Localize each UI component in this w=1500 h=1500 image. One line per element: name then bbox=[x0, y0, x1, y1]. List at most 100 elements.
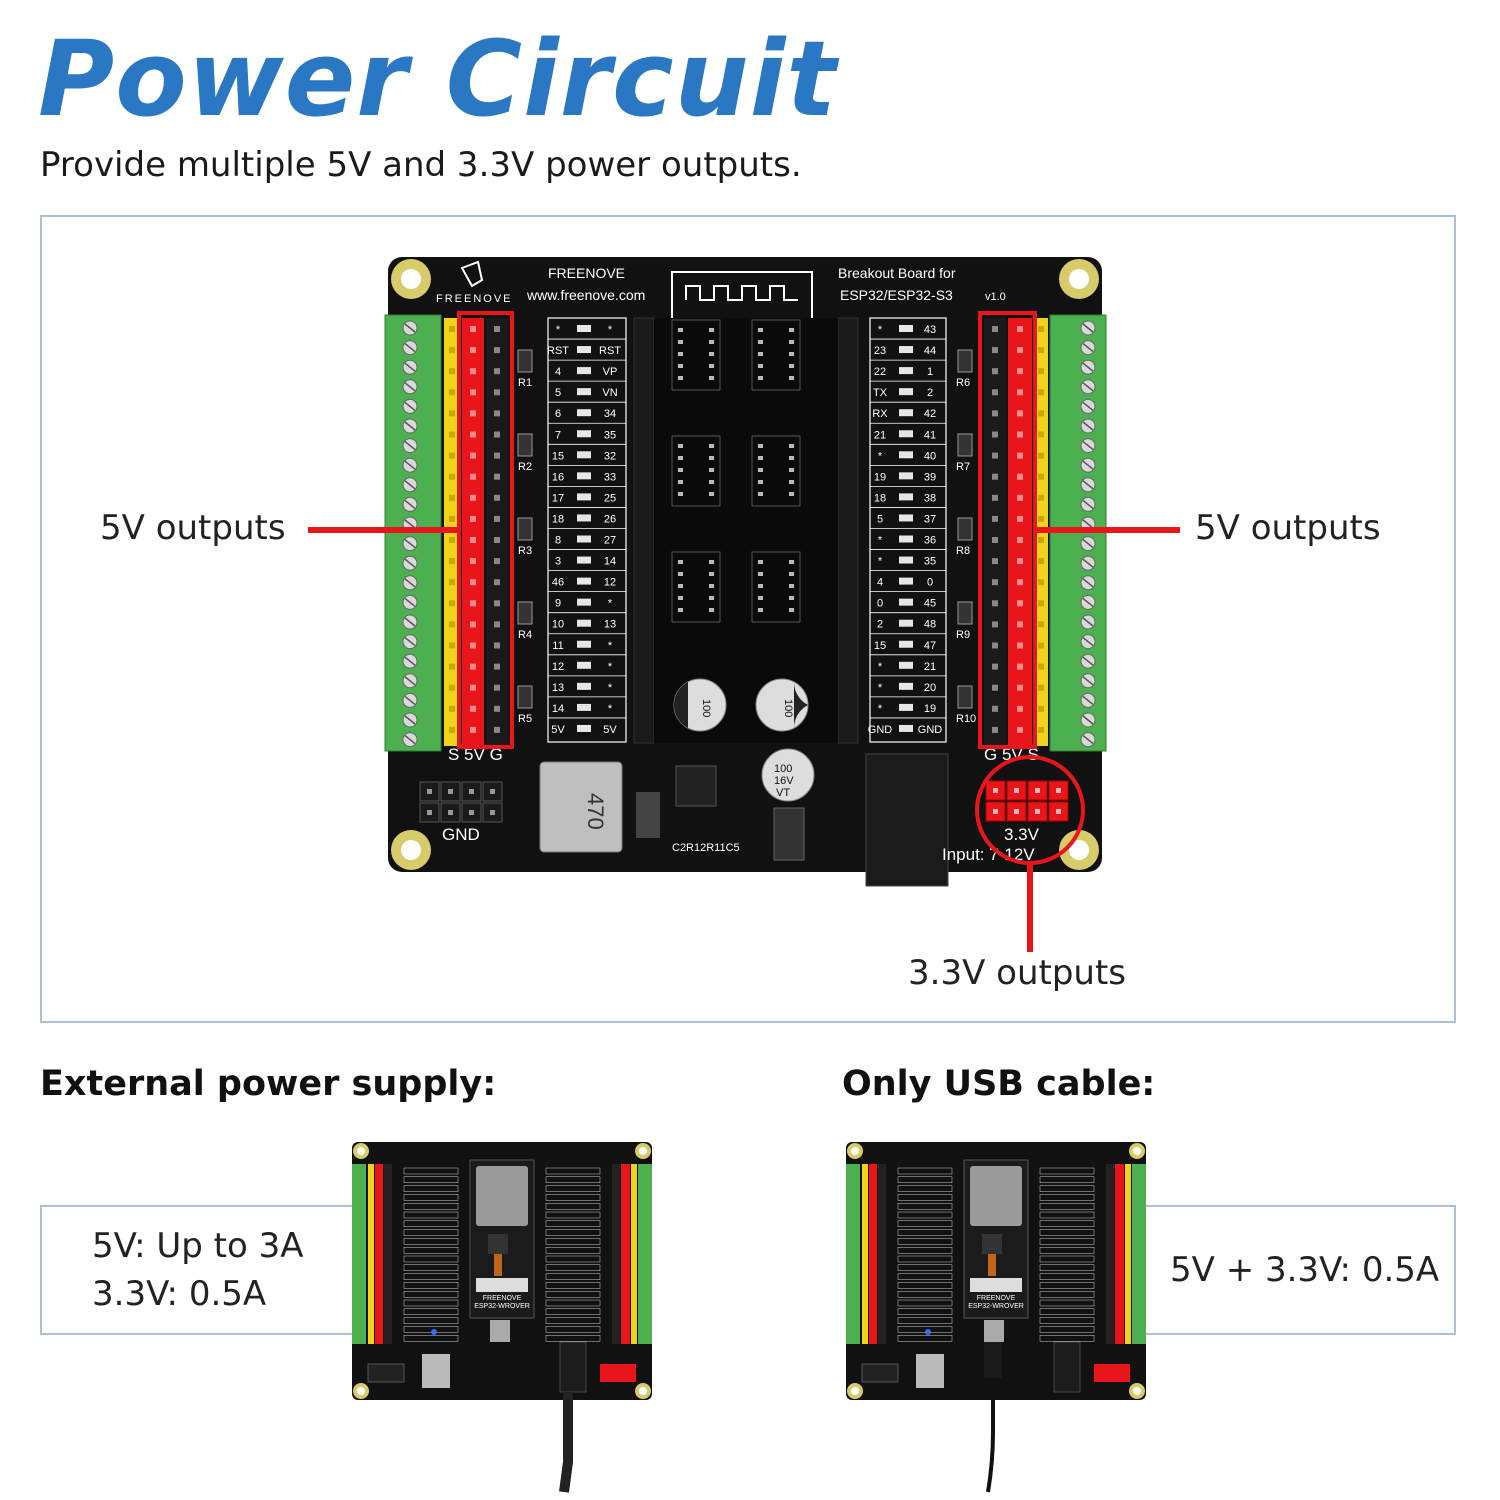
led-icon bbox=[899, 493, 913, 501]
pin-label: 37 bbox=[924, 513, 936, 525]
logo-text: FREENOVE bbox=[436, 293, 513, 305]
dc-power-jack bbox=[865, 753, 949, 887]
svg-text:R8: R8 bbox=[956, 545, 970, 557]
led-icon bbox=[577, 367, 591, 375]
svg-text:R4: R4 bbox=[518, 629, 532, 641]
svg-text:FREENOVE: FREENOVE bbox=[977, 1295, 1016, 1302]
pin-label: TX bbox=[873, 387, 888, 399]
led-icon bbox=[577, 430, 591, 438]
led-icon bbox=[899, 430, 913, 438]
pin-label: 35 bbox=[604, 429, 616, 441]
external-line1: 5V: Up to 3A bbox=[92, 1226, 304, 1266]
led-icon bbox=[899, 388, 913, 396]
callout-3v3: 3.3V outputs bbox=[908, 953, 1126, 993]
ic-chip-small bbox=[675, 765, 717, 807]
pin-label: 15 bbox=[552, 450, 564, 462]
pin-label: RX bbox=[872, 408, 888, 420]
pin-label: 43 bbox=[924, 324, 936, 336]
pin-label: 8 bbox=[555, 535, 561, 547]
page-title: Power Circuit bbox=[38, 18, 838, 140]
pin-label: * bbox=[556, 324, 561, 336]
usb-only-title: Only USB cable: bbox=[842, 1064, 1156, 1104]
pin-label: RST bbox=[599, 345, 621, 357]
capacitor-1: 100 bbox=[673, 678, 727, 732]
pin-label: * bbox=[608, 324, 613, 336]
inductor: 470 bbox=[539, 761, 623, 853]
pin-label: 14 bbox=[604, 556, 616, 568]
pin-label: 27 bbox=[604, 535, 616, 547]
led-icon bbox=[577, 724, 591, 732]
led-icon bbox=[899, 682, 913, 690]
pin-label: 18 bbox=[874, 492, 886, 504]
led-icon bbox=[899, 325, 913, 332]
smd-labels: C2R12R11C5 bbox=[672, 842, 740, 854]
led-icon bbox=[577, 598, 591, 606]
pin-label: * bbox=[878, 703, 883, 715]
led-icon bbox=[899, 703, 913, 711]
led-icon bbox=[899, 472, 913, 480]
pin-label: 4 bbox=[877, 577, 883, 589]
freenove-logo-icon bbox=[460, 260, 484, 288]
antenna-outline bbox=[671, 271, 813, 318]
external-line2: 3.3V: 0.5A bbox=[92, 1274, 267, 1314]
pin-label: 7 bbox=[555, 429, 561, 441]
pin-label: 5 bbox=[555, 387, 561, 399]
pin-label: VP bbox=[603, 366, 618, 378]
svg-text:VT: VT bbox=[776, 787, 790, 799]
pin-label: * bbox=[878, 535, 883, 547]
voltage-regulator bbox=[773, 807, 805, 861]
product-line2: ESP32/ESP32-S3 bbox=[840, 287, 953, 303]
led-icon bbox=[577, 388, 591, 396]
callout-left-5v: 5V outputs bbox=[100, 508, 286, 548]
svg-text:470: 470 bbox=[583, 793, 608, 830]
pin-label: * bbox=[878, 556, 883, 568]
pin-label: 34 bbox=[604, 408, 616, 420]
svg-text:R6: R6 bbox=[956, 377, 970, 389]
svg-text:R9: R9 bbox=[956, 629, 970, 641]
led-icon bbox=[577, 640, 591, 648]
svg-text:100: 100 bbox=[782, 699, 794, 717]
pin-label: * bbox=[878, 450, 883, 462]
gnd-label: GND bbox=[442, 825, 480, 844]
pin-label: 17 bbox=[552, 492, 564, 504]
breakout-board-illustration: FREENOVE FREENOVE www.freenove.com Break… bbox=[308, 257, 1180, 952]
pin-label: 13 bbox=[604, 619, 616, 631]
pin-label: 18 bbox=[552, 513, 564, 525]
led-icon bbox=[577, 451, 591, 459]
pin-label: * bbox=[608, 703, 613, 715]
pin-label: 45 bbox=[924, 598, 936, 610]
pin-label: 44 bbox=[924, 345, 936, 357]
pin-label: 47 bbox=[924, 640, 936, 652]
pin-label: 21 bbox=[874, 429, 886, 441]
pin-label: 2 bbox=[877, 619, 883, 631]
pin-label: 12 bbox=[604, 577, 616, 589]
led-icon bbox=[899, 514, 913, 522]
pin-label: 4 bbox=[555, 366, 561, 378]
pin-label: * bbox=[878, 661, 883, 673]
pin-label: * bbox=[608, 598, 613, 610]
pin-label: * bbox=[878, 682, 883, 694]
pin-label: 26 bbox=[604, 513, 616, 525]
pin-label: 42 bbox=[924, 408, 936, 420]
pin-label: 39 bbox=[924, 471, 936, 483]
pin-label: 5V bbox=[603, 724, 617, 736]
led-icon bbox=[899, 535, 913, 543]
external-power-title: External power supply: bbox=[40, 1064, 497, 1104]
pin-label: VN bbox=[602, 387, 617, 399]
3v3-pin-header bbox=[985, 780, 1069, 822]
pin-label: 19 bbox=[924, 703, 936, 715]
pin-label: 1 bbox=[927, 366, 933, 378]
pin-label: 21 bbox=[924, 661, 936, 673]
pin-label: 19 bbox=[874, 471, 886, 483]
pin-label: * bbox=[608, 640, 613, 652]
pin-label: 22 bbox=[874, 366, 886, 378]
svg-text:ESP32-WROVER: ESP32-WROVER bbox=[968, 1303, 1024, 1310]
pin-label: 36 bbox=[924, 535, 936, 547]
pin-label: 46 bbox=[552, 577, 564, 589]
pin-label: 0 bbox=[877, 598, 883, 610]
pin-label: 20 bbox=[924, 682, 936, 694]
pin-label: 48 bbox=[924, 619, 936, 631]
pin-label: 35 bbox=[924, 556, 936, 568]
pin-label: 2 bbox=[927, 387, 933, 399]
